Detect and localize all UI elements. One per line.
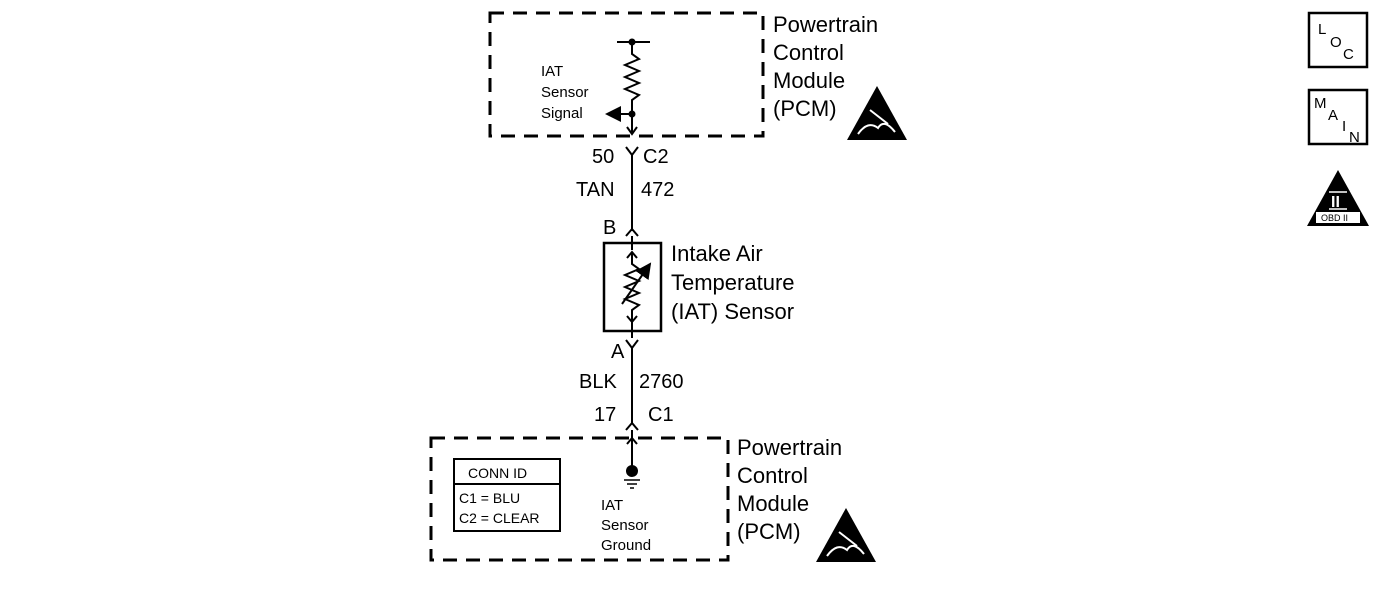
svg-text:A: A (1328, 107, 1338, 124)
c2-connector-label: C2 (643, 146, 669, 168)
wire-blk-color: BLK (579, 371, 617, 393)
wire-blk-circuit: 2760 (639, 371, 684, 393)
esd-warning-icon (816, 508, 876, 562)
top-pcm-label: Powertrain Control Module (PCM) (773, 12, 884, 121)
conn-id-row: C2 = CLEAR (459, 510, 540, 526)
c1-pin-number: 17 (594, 404, 616, 426)
iat-ground-label: IAT Sensor Ground (601, 497, 653, 554)
connector-c2-symbol (625, 146, 639, 157)
svg-text:O: O (1330, 34, 1342, 51)
ground-symbol (624, 430, 640, 489)
sensor-terminal-b (625, 227, 639, 237)
connector-c1-symbol (625, 421, 639, 431)
c1-connector-label: C1 (648, 404, 674, 426)
svg-text:N: N (1349, 129, 1360, 146)
svg-text:L: L (1318, 21, 1326, 38)
svg-text:OBD II: OBD II (1321, 213, 1348, 223)
bottom-pcm-box (429, 436, 730, 562)
conn-id-row: C1 = BLU (459, 490, 520, 506)
iat-signal-label: IAT Sensor Signal (541, 63, 593, 122)
main-icon[interactable]: M A I N (1307, 88, 1369, 146)
loc-icon[interactable]: L O C (1307, 11, 1369, 69)
wire-tan-color: TAN (576, 179, 615, 201)
svg-text:II: II (1331, 194, 1340, 211)
obd-ii-icon[interactable]: II OBD II (1307, 170, 1369, 226)
esd-warning-icon (847, 86, 907, 140)
thermistor-icon (621, 236, 652, 338)
c2-pin-number: 50 (592, 146, 614, 168)
conn-id-table (453, 458, 561, 532)
wire-tan-circuit: 472 (641, 179, 674, 201)
iat-sensor-label: Intake Air Temperature (IAT) Sensor (671, 241, 801, 324)
sensor-pin-a: A (611, 341, 625, 363)
svg-text:M: M (1314, 95, 1327, 112)
pullup-resistor (605, 38, 650, 136)
sensor-pin-b: B (603, 217, 616, 239)
conn-id-title: CONN ID (468, 465, 527, 481)
svg-text:C: C (1343, 46, 1354, 63)
sensor-terminal-a (625, 339, 639, 350)
bottom-pcm-label: Powertrain Control Module (PCM) (737, 435, 848, 544)
top-pcm-box (488, 11, 765, 138)
svg-text:I: I (1342, 118, 1346, 135)
